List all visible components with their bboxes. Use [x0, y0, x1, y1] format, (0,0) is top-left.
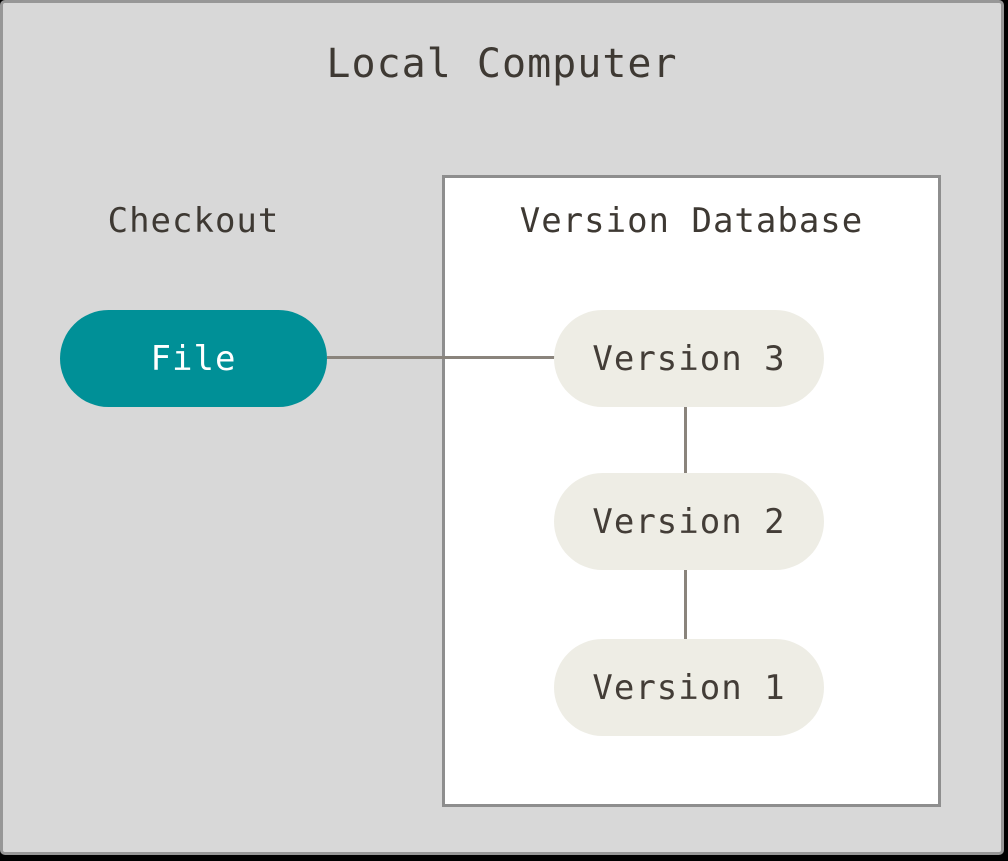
connector-file-to-version3	[327, 356, 555, 359]
version-node-3-label: Version 3	[592, 338, 786, 379]
version-database-title: Version Database	[519, 201, 864, 241]
version-node-1-label: Version 1	[592, 667, 786, 708]
file-node: File	[60, 310, 327, 407]
diagram-title: Local Computer	[326, 41, 678, 87]
connector-version3-to-version2	[684, 407, 687, 473]
version-node-2-label: Version 2	[592, 501, 786, 542]
version-node-1: Version 1	[554, 639, 824, 736]
version-node-2: Version 2	[554, 473, 824, 570]
file-node-label: File	[150, 338, 237, 379]
connector-version2-to-version1	[684, 570, 687, 639]
checkout-label: Checkout	[107, 201, 280, 241]
version-node-3: Version 3	[554, 310, 824, 407]
